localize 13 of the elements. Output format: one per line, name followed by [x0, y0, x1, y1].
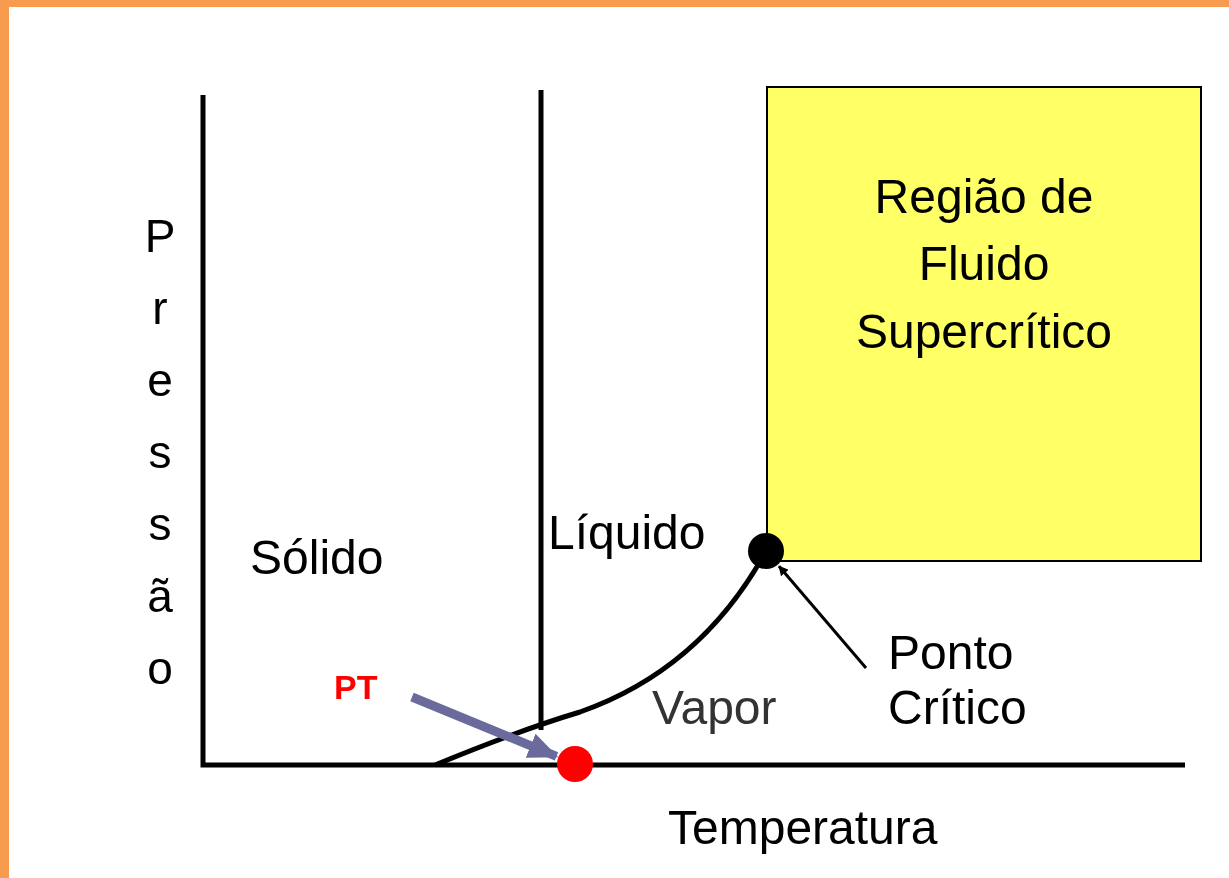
- callout-text: Ponto Crítico: [888, 625, 1068, 736]
- triple-point-dot: [557, 746, 593, 782]
- region-label: Região de Fluido Supercrítico: [854, 169, 1114, 360]
- region-label: Sólido: [250, 530, 384, 586]
- axis-title: Pressão: [143, 209, 177, 696]
- callout-text: PT: [334, 668, 390, 708]
- critical-point-dot: [748, 533, 784, 569]
- axis-title: Temperatura: [668, 800, 938, 856]
- arrow: [410, 692, 559, 761]
- region-label: Líquido: [548, 505, 706, 561]
- region-box: [766, 86, 1202, 562]
- region-label: Vapor: [652, 680, 777, 736]
- arrow: [777, 565, 868, 669]
